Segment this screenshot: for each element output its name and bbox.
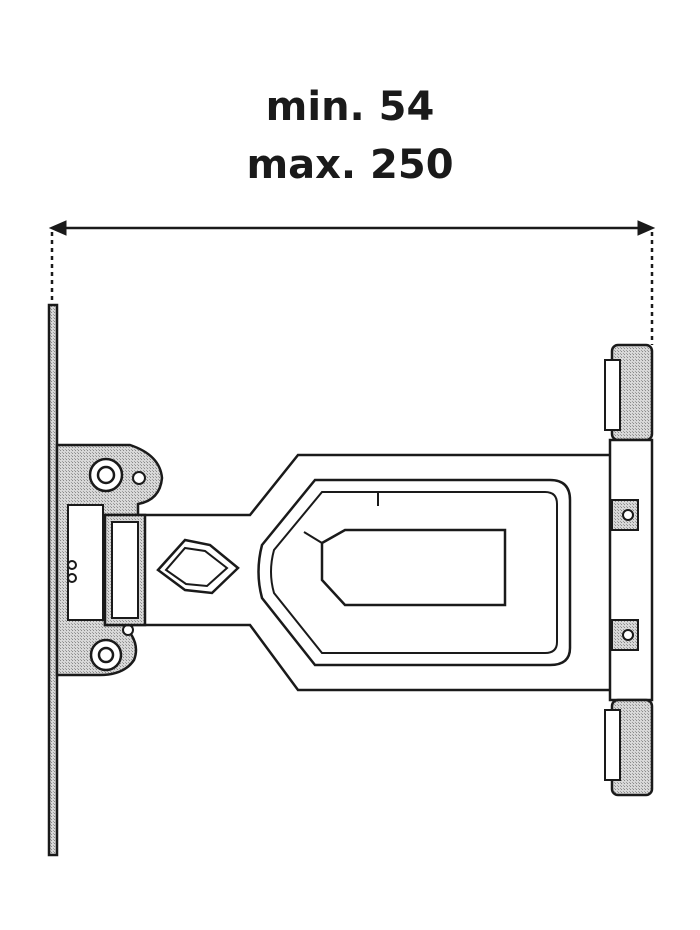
dimension-min-label: min. 54 <box>265 84 435 130</box>
dimension-max-label: max. 250 <box>246 142 454 188</box>
main-arm <box>257 478 572 667</box>
dimension-line <box>48 220 656 236</box>
display-bracket <box>604 343 654 797</box>
